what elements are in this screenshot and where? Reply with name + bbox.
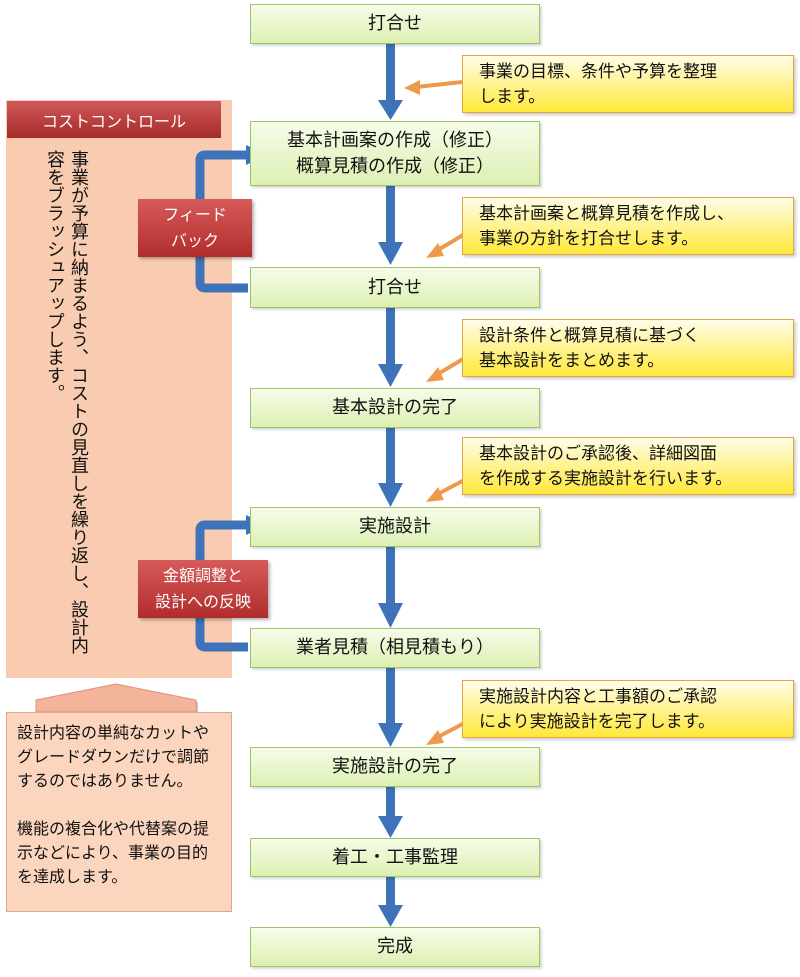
note-4-line1: 基本設計のご承認後、詳細図面 [479, 444, 717, 464]
note-2-line1: 基本計画案と概算見積を作成し、 [479, 204, 734, 224]
note-1-line2: します。 [479, 87, 546, 107]
adjust-label-line1: 金額調整と [162, 566, 243, 585]
step-contractor-quote: 業者見積（相見積もり） [250, 628, 540, 668]
step-completion: 完成 [250, 927, 540, 967]
adjust-label: 金額調整と 設計への反映 [138, 560, 268, 618]
note-2: 基本計画案と概算見積を作成し、 事業の方針を打合せします。 [462, 197, 794, 255]
note-5: 実施設計内容と工事額のご承認 により実施設計を完了します。 [462, 680, 794, 738]
note-1: 事業の目標、条件や予算を整理 します。 [462, 55, 794, 113]
step-basic-plan-line1: 基本計画案の作成（修正） [287, 129, 503, 151]
step-detailed-design: 実施設計 [250, 507, 540, 547]
cost-control-text: 事業が予算に納まるよう、コストの見直しを繰り返し、設計内容をブラッシュアップしま… [44, 150, 89, 654]
adjust-label-line2: 設計への反映 [154, 592, 251, 611]
note-2-line2: 事業の方針を打合せします。 [479, 229, 699, 249]
note-3-line2: 基本設計をまとめます。 [479, 351, 665, 371]
note-5-line1: 実施設計内容と工事額のご承認 [479, 687, 717, 707]
feedback-label-line1: フィード [163, 205, 227, 224]
flow-arrows [378, 44, 403, 927]
step-detailed-design-complete: 実施設計の完了 [250, 747, 540, 787]
step-uchiawase-2: 打合せ [250, 267, 540, 308]
feedback-label-line2: バック [170, 231, 219, 250]
note-3-line1: 設計条件と概算見積に基づく [479, 326, 700, 346]
note-1-line1: 事業の目標、条件や予算を整理 [479, 62, 717, 82]
step-basic-plan-line2: 概算見積の作成（修正） [296, 155, 494, 177]
step-basic-plan: 基本計画案の作成（修正） 概算見積の作成（修正） [250, 121, 540, 186]
info-paragraph-1: 設計内容の単純なカットやグレードダウンだけで調節するのではありません。 [17, 723, 210, 790]
note-5-line2: により実施設計を完了します。 [479, 712, 715, 732]
info-paragraph-2: 機能の複合化や代替案の提示などにより、事業の目的を達成します。 [17, 819, 210, 886]
step-construction: 着工・工事監理 [250, 838, 540, 877]
note-4-line2: を作成する実施設計を行います。 [479, 469, 733, 489]
cost-control-title: コストコントロール [7, 101, 221, 138]
feedback-label: フィード バック [138, 199, 252, 257]
note-4: 基本設計のご承認後、詳細図面 を作成する実施設計を行います。 [462, 437, 794, 495]
note-3: 設計条件と概算見積に基づく 基本設計をまとめます。 [462, 319, 794, 377]
info-box: 設計内容の単純なカットやグレードダウンだけで調節するのではありません。 機能の複… [6, 712, 232, 912]
step-basic-design-complete: 基本設計の完了 [250, 388, 540, 428]
step-uchiawase-1: 打合せ [250, 4, 540, 44]
